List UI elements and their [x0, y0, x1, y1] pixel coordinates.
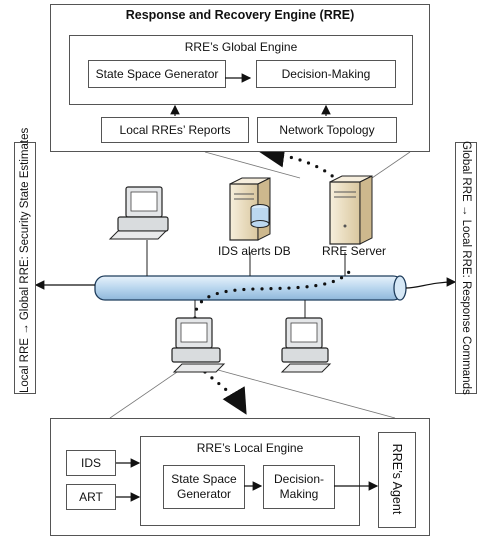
- right-side-label-box: [455, 142, 477, 394]
- local-reports-label: Local RREs’ Reports: [119, 123, 231, 137]
- local-engine-box: RRE’s Local Engine State Space Generator…: [140, 436, 360, 526]
- local-dm-box: Decision-Making: [263, 465, 335, 509]
- agent-box: [378, 432, 416, 528]
- local-ssg-label: State Space Generator: [171, 472, 237, 501]
- db-server-icon: [229, 177, 271, 241]
- rre-title: Response and Recovery Engine (RRE): [125, 8, 355, 22]
- global-dm-label: Decision-Making: [281, 67, 371, 81]
- ids-label: IDS: [80, 456, 101, 470]
- rre-server-icon: [329, 175, 373, 245]
- global-dm-box: Decision-Making: [256, 60, 396, 88]
- global-ssg-label: State Space Generator: [95, 67, 219, 81]
- local-connector-left: [109, 369, 181, 419]
- computer-icon-1: [108, 186, 169, 240]
- art-box: ART: [66, 484, 116, 510]
- local-ssg-box: State Space Generator: [163, 465, 245, 509]
- network-topology-box: Network Topology: [257, 117, 397, 143]
- rre-box: Response and Recovery Engine (RRE) RRE’s…: [50, 4, 430, 152]
- agent-label: RRE’s Agent: [390, 443, 404, 515]
- network-topology-label: Network Topology: [279, 123, 375, 137]
- dotted-flow-down: [203, 370, 247, 415]
- global-engine-title: RRE’s Global Engine: [184, 40, 298, 54]
- left-side-label-box: [14, 142, 36, 394]
- right-side-label: Global RRE → Local RRE: Response Command…: [460, 141, 472, 395]
- top-connector-right: [371, 151, 411, 179]
- local-connector-right: [217, 369, 396, 419]
- rre-server-label: RRE Server: [322, 244, 387, 258]
- local-reports-box: Local RREs’ Reports: [101, 117, 249, 143]
- top-connector-left: [204, 151, 301, 179]
- local-engine-title: RRE’s Local Engine: [196, 441, 304, 455]
- local-dm-label: Decision-Making: [273, 472, 324, 501]
- left-side-label: Local RRE → Global RRE: Security State E…: [19, 127, 31, 393]
- art-label: ART: [79, 490, 103, 504]
- arrow-to-right-label: [405, 277, 457, 289]
- ids-alerts-db-label: IDS alerts DB: [218, 244, 291, 258]
- computer-icon-4: [280, 317, 332, 373]
- global-ssg-box: State Space Generator: [88, 60, 226, 88]
- network-pipe: [94, 275, 407, 301]
- computer-icon-local: [171, 317, 226, 373]
- ids-box: IDS: [66, 450, 116, 476]
- global-engine-box: RRE’s Global Engine State Space Generato…: [69, 35, 413, 105]
